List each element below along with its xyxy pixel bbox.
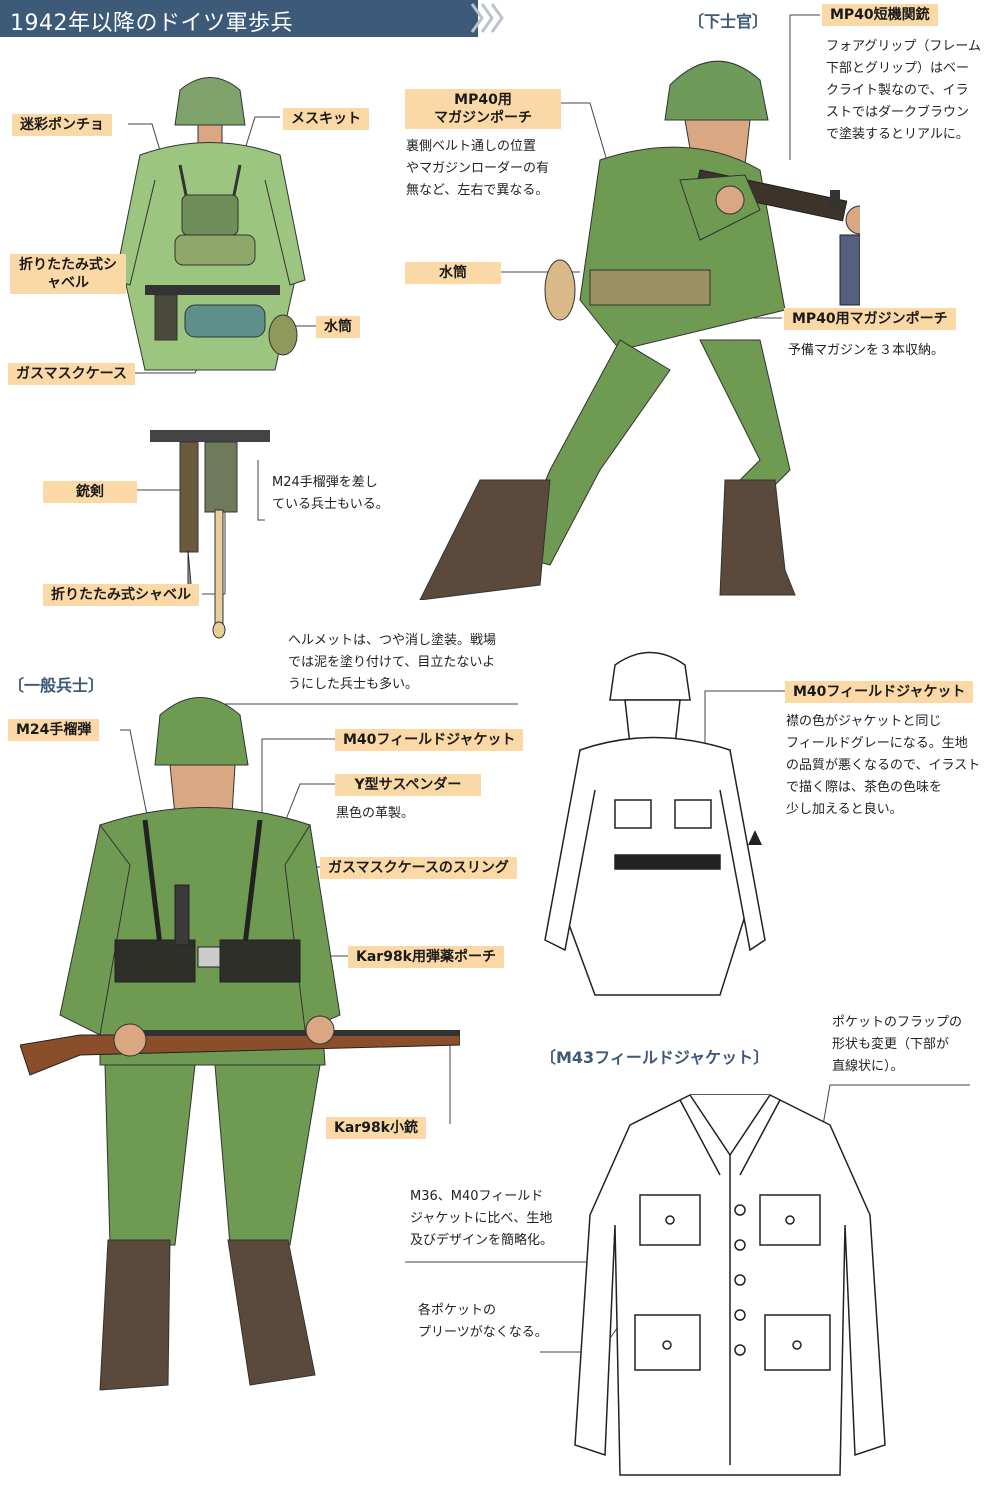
private-soldier-illustration [20,697,460,1391]
note-mp40-pouch-line2: やマガジンローダーの有 [406,161,550,176]
nco-soldier-illustration [419,60,860,600]
label-folding-shovel-back: 折りたたみ式シャベル [10,254,126,294]
note-mp40-line4: ストではダークブラウン [826,105,970,120]
note-m43-simplified-line3: 及びデザインを簡略化。 [410,1233,554,1248]
note-m40-jacket-line3: の品質が悪くなるので、イラスト [786,758,981,773]
m40-jacket-soldier-drawing [544,651,766,996]
m43-jacket-drawing [574,1094,886,1476]
label-kar98k-rifle: Kar98k小銃 [326,1117,426,1139]
label-m24-grenade: M24手榴弾 [8,719,100,741]
chevron-right-icon [470,3,504,33]
note-pocket-pleats: 各ポケットの プリーツがなくなる。 [418,1300,548,1344]
label-folding-shovel-side: 折りたたみ式シャベル [43,584,199,606]
label-m40-jacket-right: M40フィールドジャケット [785,681,974,703]
note-pocket-flap-line2: 形状も変更（下部が [832,1037,950,1052]
label-mp40-pouch-top-line1: MP40用 [454,92,512,108]
belt-detail-illustration [150,430,270,639]
note-m40-jacket-line4: で描く際は、茶色の色味を [786,780,943,795]
note-suspender: 黒色の革製。 [336,806,415,821]
section-heading-m43: 〔M43フィールドジャケット〕 [540,1048,770,1067]
note-m40-jacket: 襟の色がジャケットと同じ フィールドグレーになる。生地 の品質が悪くなるので、イ… [786,711,980,821]
note-pocket-flap: ポケットのフラップの 形状も変更（下部が 直線状に）。 [832,1012,962,1078]
label-bayonet: 銃剣 [43,481,137,503]
label-kar98k-pouch: Kar98k用弾薬ポーチ [348,946,504,968]
label-mess-kit: メスキット [283,108,369,130]
note-m40-jacket-line2: フィールドグレーになる。生地 [786,736,968,751]
note-pocket-flap-line3: 直線状に）。 [832,1059,904,1074]
note-mp40-pouch-line1: 裏側ベルト通しの位置 [406,139,537,154]
note-spare-mag: 予備マガジンを３本収納。 [788,343,945,358]
note-m24: M24手榴弾を差し ている兵士もいる。 [272,472,389,516]
label-mp40-pouch-top: MP40用 マガジンポーチ [405,89,561,129]
back-view-soldier-illustration [114,77,306,371]
label-canteen-back: 水筒 [316,316,360,338]
note-m40-jacket-line5: 少し加えると良い。 [786,802,903,817]
note-helmet-line1: ヘルメットは、つや消し塗装。戦場 [288,633,497,648]
note-m24-line2: ている兵士もいる。 [272,497,389,512]
label-gasmask-case: ガスマスクケース [8,363,135,385]
note-helmet-line3: うにした兵士も多い。 [288,677,419,692]
section-heading-nco: 〔下士官〕 [688,12,769,31]
label-m40-jacket-left: M40フィールドジャケット [335,729,524,751]
label-mp40-smg: MP40短機関銃 [822,4,938,26]
note-mp40-line2: 下部とグリップ）はベー [826,61,970,76]
label-camo-poncho: 迷彩ポンチョ [12,114,112,136]
note-m40-jacket-line1: 襟の色がジャケットと同じ [786,714,942,729]
note-m24-line1: M24手榴弾を差し [272,475,378,490]
label-y-suspenders: Y型サスペンダー [335,774,481,796]
section-heading-private: 〔一般兵士〕 [8,676,105,695]
note-m43-simplified-line1: M36、M40フィールド [410,1189,544,1204]
note-mp40-line3: クライト製なので、イラ [826,83,969,98]
note-mp40-line1: フォアグリップ（フレーム [826,39,981,54]
note-pocket-pleats-line2: プリーツがなくなる。 [418,1325,548,1340]
note-m43-simplified-line2: ジャケットに比べ、生地 [410,1211,553,1226]
label-mp40-pouch-right: MP40用マガジンポーチ [784,308,956,330]
header-bar: 1942年以降のドイツ軍歩兵 [0,0,478,37]
note-m43-simplified: M36、M40フィールド ジャケットに比べ、生地 及びデザインを簡略化。 [410,1186,553,1252]
note-mp40-pouch: 裏側ベルト通しの位置 やマガジンローダーの有 無など、左右で異なる。 [406,136,549,202]
label-canteen-nco: 水筒 [405,262,501,284]
label-gasmask-sling: ガスマスクケースのスリング [320,857,517,879]
note-mp40: フォアグリップ（フレーム 下部とグリップ）はベー クライト製なので、イラ ストで… [826,36,981,146]
note-helmet-line2: では泥を塗り付けて、目立たないよ [288,655,496,670]
note-pocket-pleats-line1: 各ポケットの [418,1303,497,1318]
note-mp40-pouch-line3: 無など、左右で異なる。 [406,183,549,198]
note-pocket-flap-line1: ポケットのフラップの [832,1015,963,1030]
page-title: 1942年以降のドイツ軍歩兵 [10,11,293,36]
note-mp40-line5: で塗装するとリアルに。 [826,127,969,142]
label-mp40-pouch-top-line2: マガジンポーチ [434,110,532,126]
note-helmet: ヘルメットは、つや消し塗装。戦場 では泥を塗り付けて、目立たないよ うにした兵士… [288,630,496,696]
